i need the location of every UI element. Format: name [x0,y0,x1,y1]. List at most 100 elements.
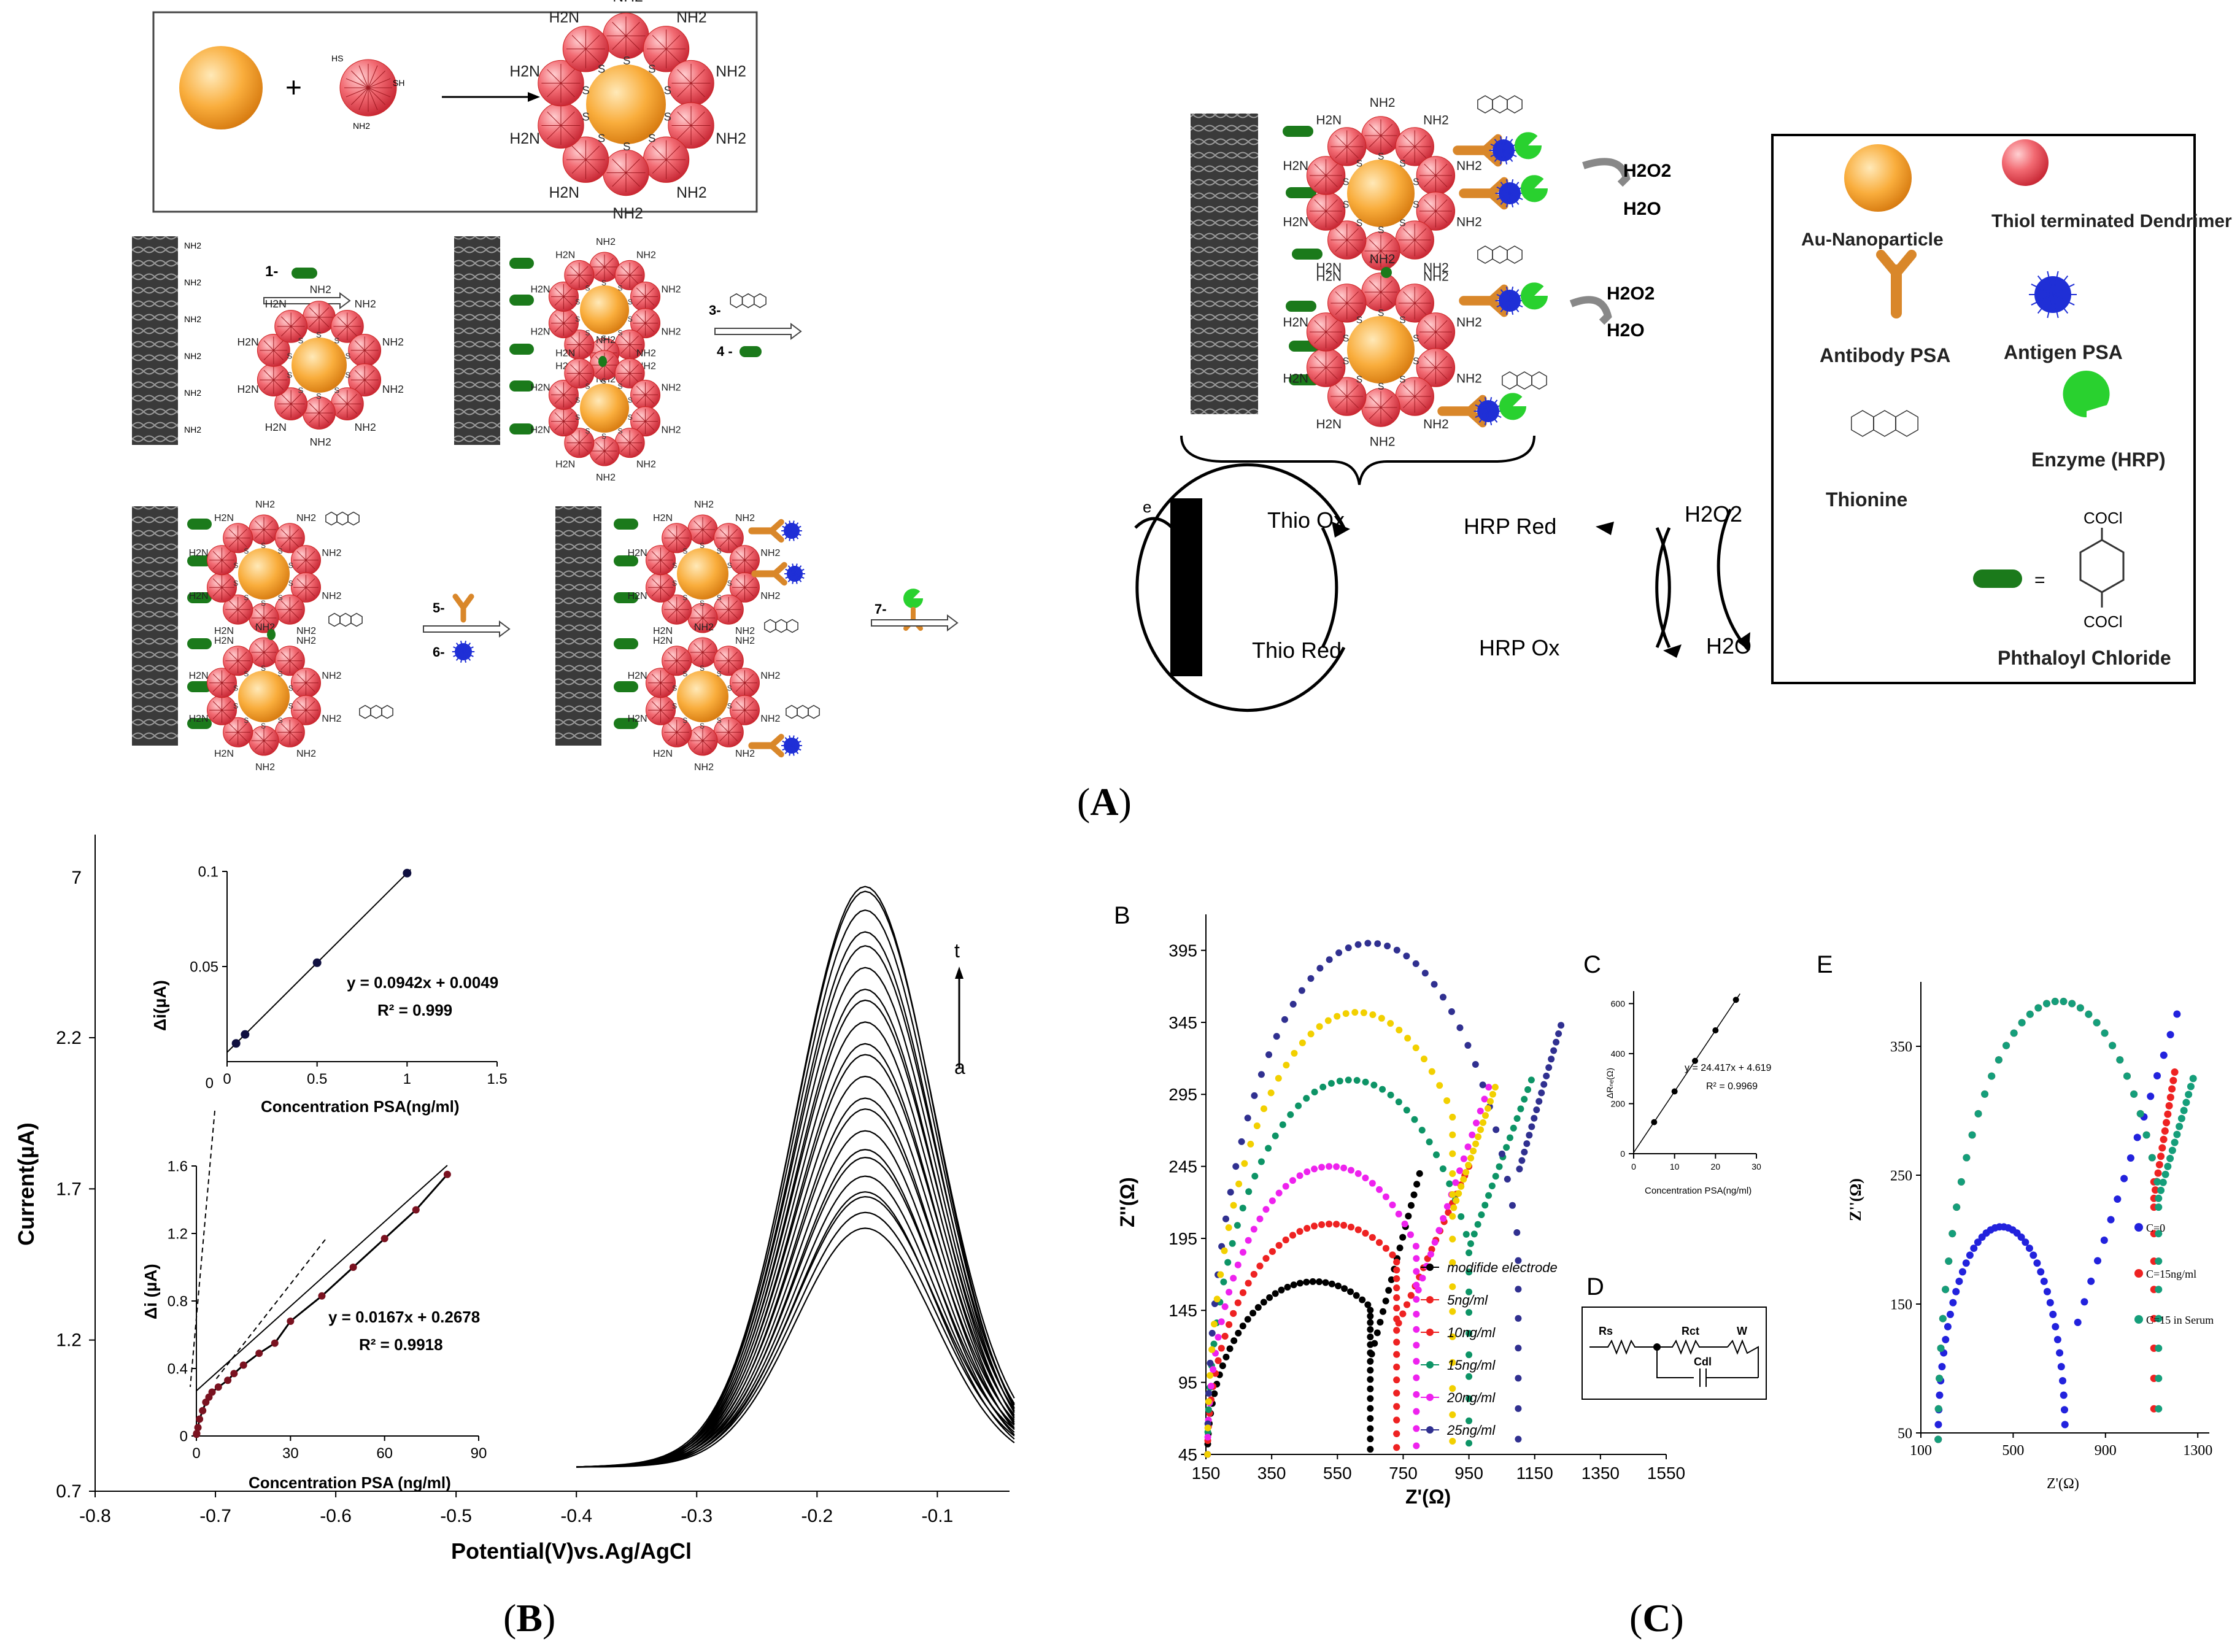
impedance-point [1393,1275,1400,1283]
antigen-spike [1503,150,1508,165]
dendrimer-branch [263,520,273,530]
antigen-spike [1496,300,1510,308]
dendrimer-branch [651,709,661,720]
impedance-point [1540,1081,1548,1088]
antigen-spike [791,530,801,536]
impedance-point [1458,1213,1465,1220]
dendrimer-branch [676,723,686,733]
sulfur-label: S [575,298,580,306]
impedance-point [2042,1000,2050,1008]
impedance-point [1492,1173,1499,1180]
antigen-spike [1503,150,1517,158]
hrp-red-label: HRP Red [1464,514,1556,539]
impedance-point [2025,1245,2033,1253]
dendrimer-branch [306,560,315,569]
amine-label: NH2 [662,284,681,295]
antigen-spike [1509,186,1523,194]
impedance-point [1218,1318,1225,1326]
sulfur-label: S [700,599,705,608]
impedance-point [1221,1332,1229,1340]
impedance-point [2130,1090,2138,1098]
antigen-spike [2031,284,2053,295]
reaction-arrow [263,292,351,309]
dendrimer-branch [728,660,738,670]
dendrimer-branch [222,578,231,588]
impedance-point [2153,1178,2161,1186]
amine-label: NH2 [310,436,331,448]
dendrimer-branch [570,335,580,345]
dendrimer-branch [636,287,646,297]
dendrimer-branch [1403,396,1415,409]
amine-label: NH2 [1370,252,1396,266]
amine-label: NH2 [612,206,643,222]
impedance-point [1523,1140,1531,1148]
y-tick-label: 50 [1898,1426,1912,1442]
phthaloyl-linker-icon [614,592,638,603]
sulfur-label: S [1399,218,1405,229]
impedance-point [1226,1345,1234,1353]
dendrimer-branch [1424,210,1436,223]
impedance-point [1367,1435,1374,1443]
sulfur-label: S [1356,158,1362,169]
impedance-point [1205,1398,1212,1405]
amine-label: NH2 [596,237,616,247]
amine-label: H2N [530,284,550,295]
dendrimer-branch [735,673,745,684]
au-nanoparticle-icon [238,671,290,722]
impedance-point [1378,1014,1385,1022]
impedance-point [1462,1168,1470,1176]
impedance-point [1316,1278,1323,1286]
dendrimer-branch [554,296,564,306]
data-point [349,1264,357,1271]
y-tick-label: 1.7 [56,1179,82,1199]
amine-label: NH2 [322,714,341,724]
impedance-point [2158,1144,2166,1152]
dendrimer-branch [290,393,301,404]
dendrimer-branch [702,652,712,662]
impedance-point [1387,1020,1394,1027]
impedance-point [2169,1076,2177,1084]
impedance-point [1452,1179,1459,1186]
dendrimer-branch [280,651,290,662]
dendrimer-branch [693,617,703,627]
impedance-point [1481,1202,1489,1209]
impedance-point [1382,1297,1389,1305]
amine-label: NH2 [1456,372,1482,386]
y-tick-label: 0.05 [190,959,218,975]
phthaloyl-linker-icon [509,380,534,392]
dendrimer-branch [645,287,655,297]
impedance-point [1380,1308,1387,1315]
thionine-ring [1895,410,1918,437]
impedance-point [1413,1442,1420,1449]
dendrimer-branch [228,731,239,742]
impedance-point [1303,1278,1310,1286]
impedance-point [1210,1366,1217,1373]
dendrimer-branch [296,587,306,597]
dendrimer-branch [212,701,222,711]
impedance-point [1436,1082,1443,1089]
antigen-spike [782,745,792,751]
y-tick-label: 0 [1620,1149,1625,1159]
dendrimer-branch [666,159,681,174]
sulfur-label: S [278,593,283,602]
impedance-point [1368,1350,1375,1357]
sulfur-label: S [672,579,677,588]
amine-label: NH2 [1423,114,1449,128]
inset-ylabel: Δi(µA) [150,980,169,1031]
dendrimer-branch [629,266,639,276]
x-tick-label: 950 [1454,1464,1483,1483]
dendrimer-branch [255,731,265,741]
antigen-spike [1484,396,1489,412]
impedance-point [1387,1091,1394,1098]
dendrimer-branch [350,70,369,88]
impedance-point [1477,1126,1485,1133]
impedance-point [1367,1357,1374,1365]
sulfur-label: S [1356,218,1362,229]
thionine-ring [1531,371,1547,390]
impedance-point [1367,1405,1374,1412]
antigen-spike [1475,411,1489,419]
impedance-point [1399,1233,1407,1241]
dendrimer-branch [238,731,247,742]
impedance-point [1217,1271,1224,1278]
